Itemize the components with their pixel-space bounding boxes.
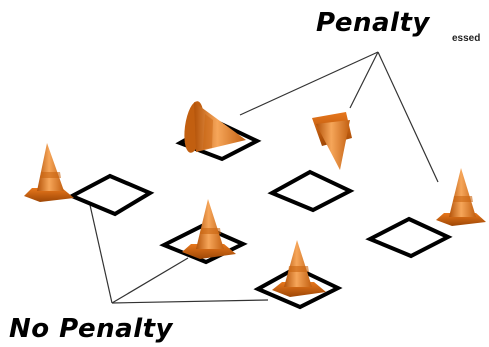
cone-upright — [436, 168, 486, 226]
box — [72, 176, 150, 214]
leader-line — [112, 258, 188, 303]
leader-line — [350, 52, 378, 108]
box — [370, 219, 448, 256]
leader-line — [240, 52, 378, 115]
cone-upright — [182, 199, 236, 259]
penalty-label: Penalty — [316, 10, 430, 36]
cone-upright — [272, 240, 326, 297]
cone-knocked-over — [312, 112, 352, 170]
cone-upright — [24, 143, 74, 202]
no-penalty-label: No Penalty — [9, 316, 173, 342]
leader-line — [112, 300, 268, 303]
box — [272, 172, 350, 210]
no-penalty-leader-lines — [90, 205, 268, 303]
text-fragment: essed — [452, 34, 480, 44]
leader-line — [378, 52, 438, 182]
boxes — [72, 122, 448, 307]
leader-line — [90, 205, 112, 303]
